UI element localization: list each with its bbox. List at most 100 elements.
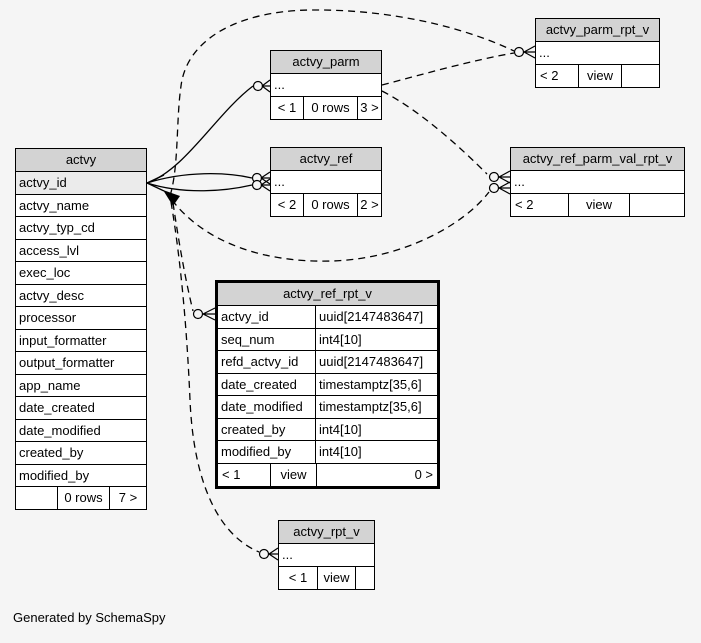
degree-in: < 2 (277, 196, 297, 212)
crow-foot-actvy-parm-rpt-v (523, 45, 536, 59)
column-type: timestamptz[35,6] (319, 376, 422, 392)
column-row: date_created timestamptz[35,6] (218, 373, 437, 396)
degree-out: 3 > (357, 96, 381, 119)
view-label: view (568, 193, 629, 216)
edge-actvy-actvy-rpt-v (170, 201, 260, 553)
edge-actvy-parm-actvy-parm-rpt-v (381, 52, 515, 86)
column-row: exec_loc (16, 262, 146, 285)
generator-note: Generated by SchemaSpy (13, 610, 166, 625)
collapsed-columns-row: ... (271, 171, 381, 194)
odot-actvy-ref-parm-val-rpt-v-2 (488, 182, 500, 194)
column-row: actvy_desc (16, 284, 146, 307)
table-title: actvy_rpt_v (279, 521, 374, 544)
view-label: view (270, 463, 316, 486)
column-row: refd_actvy_id uuid[2147483647] (218, 351, 437, 374)
odot-actvy-parm (252, 80, 264, 92)
odot-actvy-parm-rpt-v (513, 46, 525, 58)
column-row: output_formatter (16, 352, 146, 375)
crow-foot-actvy-ref-rpt-v (202, 307, 216, 321)
table-actvy-ref-rpt-v[interactable]: actvy_ref_rpt_v actvy_id uuid[2147483647… (215, 280, 440, 489)
column-type: uuid[2147483647] (319, 309, 424, 324)
column-name: seq_num (218, 328, 316, 350)
crow-foot-at-actvy (145, 174, 165, 192)
row-count: 0 rows (57, 487, 109, 509)
table-title: actvy_ref_parm_val_rpt_v (511, 148, 684, 171)
collapsed-columns-row: ... (271, 74, 381, 97)
table-title: actvy_ref (271, 148, 381, 171)
degree-in: < 1 (222, 466, 241, 482)
column-row: modified_by int4[10] (218, 441, 437, 464)
column-row: app_name (16, 374, 146, 397)
view-label: view (317, 566, 355, 589)
odot-actvy-ref-parm-val-rpt-v-1 (488, 171, 500, 183)
collapsed-columns-row: ... (536, 42, 659, 65)
column-row-actvy-id: actvy_id (16, 172, 146, 195)
column-row: created_by int4[10] (218, 418, 437, 441)
column-name: actvy_id (218, 306, 316, 328)
column-row: date_modified timestamptz[35,6] (218, 396, 437, 419)
degree-in: < 2 (515, 196, 534, 212)
column-row: input_formatter (16, 329, 146, 352)
table-footer: < 2 0 rows 2 > (271, 193, 381, 216)
table-actvy-ref-parm-val-rpt-v[interactable]: actvy_ref_parm_val_rpt_v ... < 2 view (510, 147, 685, 217)
degree-in: < 2 (540, 67, 559, 83)
table-title: actvy_ref_rpt_v (218, 283, 437, 306)
table-title: actvy (16, 149, 146, 172)
column-row: date_modified (16, 419, 146, 442)
crow-foot-actvy-ref-parm-val-rpt-v-2 (498, 181, 511, 195)
table-footer: < 2 view (536, 64, 659, 87)
crow-foot-actvy-rpt-v (268, 547, 279, 561)
column-row: actvy_typ_cd (16, 217, 146, 240)
footer-left (16, 487, 57, 509)
edge-actvy-actvy-ref-1 (146, 173, 253, 184)
column-name: date_modified (218, 396, 316, 418)
collapsed-columns-row: ... (279, 544, 374, 567)
crow-foot-actvy-ref-parm-val-rpt-v-1 (498, 170, 511, 184)
table-footer: < 2 view (511, 193, 684, 216)
column-type: int4[10] (319, 331, 362, 347)
odot-actvy-ref-rpt-v (192, 308, 204, 320)
table-actvy-rpt-v[interactable]: actvy_rpt_v ... < 1 view (278, 520, 375, 590)
edge-actvy-actvy-ref-2 (146, 182, 253, 192)
column-name: date_created (218, 373, 316, 395)
column-row: access_lvl (16, 239, 146, 262)
table-actvy-parm-rpt-v[interactable]: actvy_parm_rpt_v ... < 2 view (535, 18, 660, 88)
column-name: created_by (218, 418, 316, 440)
column-type: int4[10] (319, 444, 362, 459)
degree-out: 2 > (357, 193, 381, 216)
crow-foot-actvy-ref-1 (260, 171, 271, 185)
table-actvy[interactable]: actvy actvy_id actvy_name actvy_typ_cd a… (15, 148, 147, 510)
column-row: modified_by (16, 464, 146, 487)
degree-out: 7 > (109, 487, 146, 509)
crow-foot-actvy-ref-2 (260, 178, 271, 192)
table-actvy-ref[interactable]: actvy_ref ... < 2 0 rows 2 > (270, 147, 382, 217)
column-type: int4[10] (319, 421, 362, 437)
table-title: actvy_parm (271, 51, 381, 74)
column-name: modified_by (218, 441, 316, 463)
degree-out (355, 566, 374, 589)
edge-actvy-actvy-ref-rpt-v (172, 202, 194, 312)
table-footer: < 1 0 rows 3 > (271, 96, 381, 119)
column-name: refd_actvy_id (218, 351, 316, 373)
column-row: processor (16, 307, 146, 330)
edge-actvy-actvy-parm (146, 85, 254, 184)
table-actvy-parm[interactable]: actvy_parm ... < 1 0 rows 3 > (270, 50, 382, 120)
column-row: seq_num int4[10] (218, 328, 437, 351)
degree-out: 0 > (316, 463, 437, 486)
arrowhead-to-actvy (163, 190, 180, 206)
table-footer: 0 rows 7 > (16, 487, 146, 509)
column-type: timestamptz[35,6] (319, 399, 422, 414)
table-title: actvy_parm_rpt_v (536, 19, 659, 42)
column-row: actvy_name (16, 194, 146, 217)
collapsed-columns-row: ... (511, 171, 684, 194)
table-footer: < 1 view 0 > (218, 463, 437, 486)
odot-actvy-rpt-v (258, 548, 270, 560)
column-type: uuid[2147483647] (319, 354, 424, 369)
row-count: 0 rows (303, 96, 357, 119)
degree-out (621, 64, 659, 87)
degree-out (629, 193, 684, 216)
edge-actvy-actvy-ref-parm-val-rpt-v (171, 191, 490, 262)
row-count: 0 rows (303, 193, 357, 216)
